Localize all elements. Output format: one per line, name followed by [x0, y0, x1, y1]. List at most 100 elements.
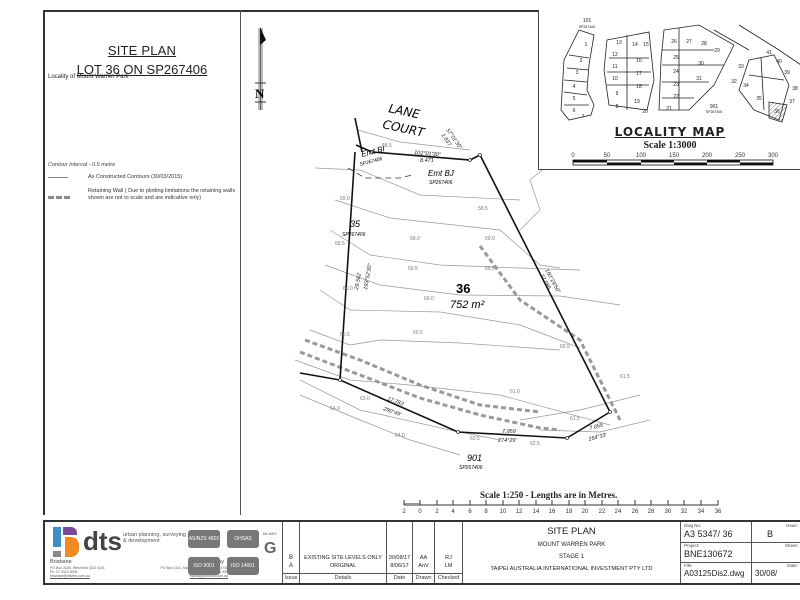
project-no-field: Project: BNE130672 — [681, 542, 751, 563]
rev-issue-values: B A — [283, 554, 299, 570]
dts-logo-icon — [53, 527, 81, 557]
locality-lot-901: 901 — [710, 104, 719, 110]
boundary-bearing-7: 254°33' — [587, 432, 608, 443]
contour-label: 61.0 — [510, 389, 520, 395]
rev-details-a: ORIGINAL — [329, 563, 357, 569]
rev-issue-b: B — [288, 555, 293, 561]
locality-lot-label: 15 — [643, 42, 649, 48]
locality-lot-label: 27 — [686, 39, 692, 45]
locality-lot-label: 12 — [612, 52, 618, 58]
locality-scale-tick: 250 — [735, 153, 746, 159]
office-brisbane-address: PO Box 3135, West End QLD 4101 — [50, 566, 105, 570]
survey-marks — [338, 150, 612, 440]
retaining-walls — [299, 245, 622, 432]
dwg-no-label: Dwg No: — [684, 523, 702, 528]
contour-label: 61.5 — [620, 374, 630, 380]
boundary-bearing-3: 193°52'30" — [363, 262, 374, 290]
dwg-no-field: Dwg No: A3 5347/ 36 — [681, 522, 751, 543]
contour-lines — [294, 129, 651, 456]
locality-text: Locality of Mount Warren Park — [48, 74, 129, 80]
scale-tick-label: 34 — [698, 509, 705, 515]
office-brisbane-name: Brisbane — [50, 559, 72, 565]
locality-lot-label: 21 — [666, 106, 672, 112]
file-field: File: A03125Dis2.dwg — [681, 562, 751, 583]
rev-details-b: EXISTING SITE LEVELS ONLY — [304, 555, 382, 561]
locality-lot-label: 30 — [698, 61, 704, 67]
locality-scale-tick: 200 — [702, 153, 713, 159]
issue-value: B — [766, 529, 773, 539]
date-label: Date: — [787, 563, 798, 568]
locality-scale-tick: 300 — [768, 153, 779, 159]
scale-tick-label: 12 — [516, 509, 523, 515]
locality-lot-label: 19 — [634, 99, 640, 105]
locality-lot-label: 10 — [612, 76, 618, 82]
locality-lot-label: 7 — [582, 114, 585, 120]
locality-lot-label: 23 — [673, 82, 679, 88]
office-mackay-email[interactable]: mackay@dtsinfo.com.au — [189, 574, 228, 578]
scale-tick-label: 30 — [665, 509, 672, 515]
locality-lot-label: 13 — [616, 40, 622, 46]
issue-info-cell: Issue: B Sheet: Date: 30/08/ — [752, 522, 800, 583]
scale-tick-label: 10 — [500, 509, 507, 515]
scale-tick-label: 0 — [418, 509, 422, 515]
locality-scale-tick: 100 — [636, 153, 647, 159]
locality-lot-label: 17 — [636, 71, 642, 77]
contour-label: 63.0 — [360, 396, 370, 402]
project-no-label: Project: — [684, 543, 700, 548]
rev-date-b: 30/08/17 — [388, 555, 411, 561]
locality-lot-label: 28 — [701, 41, 707, 47]
locality-lot-label: 38 — [792, 86, 798, 92]
scale-caption: Scale 1:250 - Lengths are in Metres. — [480, 490, 618, 500]
dwg-no-value: A3 5347/ 36 — [684, 529, 733, 539]
issue-field: Issue: B — [752, 522, 800, 543]
scale-tick-label: 16 — [549, 509, 556, 515]
locality-lot-label: 3 — [576, 70, 579, 76]
locality-lot-101: 101 — [583, 18, 592, 24]
north-arrow-icon — [255, 27, 266, 110]
locality-lot-label: 25 — [673, 55, 679, 61]
project-title-cell: SITE PLAN MOUNT WARREN PARK STAGE 1 TAIP… — [463, 522, 681, 583]
boundary-distance-3: 29.562 — [354, 273, 363, 292]
locality-lot-label: 1 — [585, 42, 588, 48]
easement-bi-plan: SP267406 — [359, 156, 383, 168]
scale-tick-label: 20 — [582, 509, 589, 515]
locality-lot-label: 39 — [784, 70, 790, 76]
north-label: N — [255, 86, 265, 101]
scale-bar-1-250: 2 0 2 4 6 8 10 12 14 16 18 20 22 24 26 2… — [402, 500, 722, 515]
office-brisbane-email[interactable]: brisbane@dtsinfo.com.au — [50, 574, 90, 578]
contour-interval-text: Contour Interval - 0.5 metre — [48, 162, 116, 168]
locality-lot-label: 36 — [774, 109, 780, 115]
project-name: MOUNT WARREN PARK — [537, 542, 606, 548]
drawing-sheet-border — [43, 10, 800, 515]
sheet-field: Sheet: — [752, 542, 800, 563]
contour-label: 60.0 — [343, 286, 353, 292]
contour-label: 60.5 — [340, 332, 350, 338]
rev-header-date: Date — [387, 573, 412, 583]
contour-label: 58.5 — [382, 143, 392, 149]
locality-lot-label: 4 — [573, 84, 576, 90]
scale-tick-label: 8 — [484, 509, 488, 515]
sheet-label: Sheet: — [784, 543, 798, 548]
rev-date-a: 8/06/17 — [390, 563, 409, 569]
boundary-bearing-5: 290°49' — [381, 406, 402, 419]
neighbour-lot-35: 35 — [350, 219, 361, 229]
contour-label: 58.5 — [478, 206, 488, 212]
locality-map-title: LOCALITY MAP — [614, 125, 726, 139]
road-name-line1: LANE — [387, 101, 421, 121]
contour-label: 59.0 — [485, 236, 495, 242]
locality-lot-label: 2 — [580, 58, 583, 64]
office-brisbane-phone: Ph: 07 3113 0009 — [50, 570, 78, 574]
easement-bj-plan: SP267406 — [429, 180, 453, 186]
contour-label: 63.5 — [470, 436, 480, 442]
legend-panel: SITE PLAN LOT 36 ON SP267406 Locality of… — [43, 10, 241, 515]
project-stage: STAGE 1 — [559, 554, 584, 560]
scale-tick-label: 22 — [599, 509, 606, 515]
locality-map-drawing: 1 2 3 4 5 6 7 8 9 10 11 12 13 14 15 16 1… — [560, 18, 800, 166]
contour-label: 59.5 — [408, 266, 418, 272]
lot-area: 752 m² — [450, 299, 485, 311]
drawing-info-cell: Dwg No: A3 5347/ 36 Project: BNE130672 F… — [681, 522, 752, 583]
scale-tick-label: 28 — [648, 509, 655, 515]
locality-lot-label: 22 — [673, 94, 679, 100]
rev-issue-a: A — [288, 563, 293, 569]
retaining-wall-symbol — [48, 196, 70, 199]
